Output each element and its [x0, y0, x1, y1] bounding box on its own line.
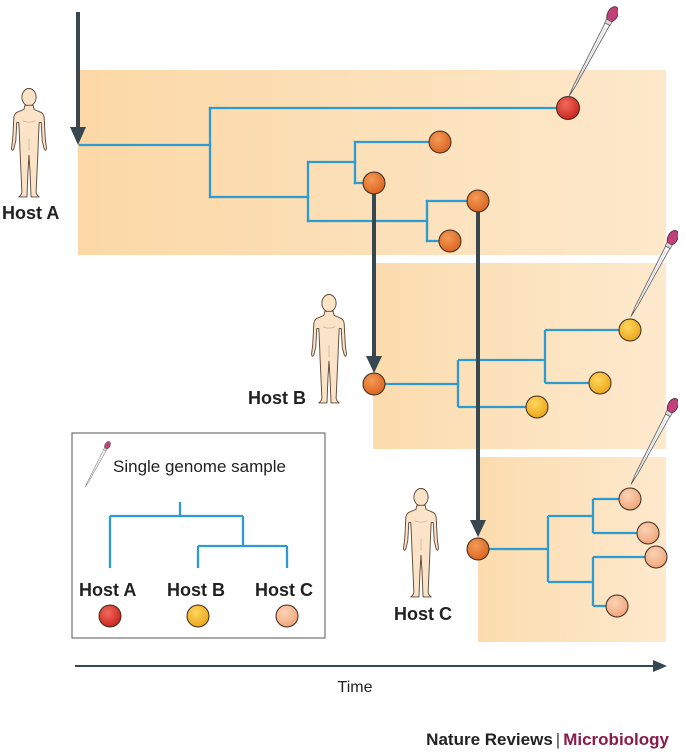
founder-node-host-b	[362, 372, 386, 396]
sample-node-host-b	[618, 318, 642, 342]
lineage-node	[362, 171, 386, 195]
human-icon-host-a	[11, 88, 47, 198]
legend-host-a-swatch	[98, 604, 122, 628]
host-a-label: Host A	[2, 203, 59, 223]
host-b-label: Host B	[248, 388, 306, 408]
founder-node-host-c	[466, 537, 490, 561]
legend-host-c-label: Host C	[255, 580, 313, 600]
lineage-node-host-b	[525, 395, 549, 419]
arrow-into-host-c	[470, 520, 486, 537]
host-b-nodes	[362, 318, 642, 419]
arrow-into-host-a	[70, 127, 86, 145]
time-axis-arrowhead	[653, 660, 667, 672]
arrow-into-host-b	[366, 356, 382, 373]
lineage-node	[428, 130, 452, 154]
legend-tree	[108, 502, 289, 568]
legend-host-b-label: Host B	[167, 580, 225, 600]
lineage-node-host-c	[636, 521, 660, 545]
host-c-label: Host C	[394, 604, 452, 624]
human-icon-host-b	[310, 294, 348, 404]
sample-node-host-a	[556, 96, 580, 120]
transmission-arrows	[70, 12, 486, 537]
legend-box	[71, 432, 326, 639]
lineage-node	[438, 229, 462, 253]
host-a-nodes	[362, 96, 580, 253]
legend-host-a-label: Host A	[79, 580, 136, 600]
legend: Single genome sample Host A Host B Host …	[71, 432, 326, 639]
lineage-node-host-c	[605, 594, 629, 618]
legend-host-b-swatch	[186, 604, 210, 628]
time-axis: Time	[75, 660, 667, 696]
journal-subject: Microbiology	[563, 730, 669, 749]
lineage-node-host-b	[588, 371, 612, 395]
host-a-tree	[78, 106, 570, 243]
lineage-node	[466, 189, 490, 213]
time-axis-label: Time	[338, 679, 373, 696]
host-b-band	[373, 263, 666, 449]
lineage-node-host-c	[644, 545, 668, 569]
credit-separator: |	[555, 730, 561, 749]
sample-node-host-c	[618, 487, 642, 511]
journal-credit: Nature Reviews|Microbiology	[426, 730, 669, 750]
legend-sample-label: Single genome sample	[113, 457, 286, 476]
host-c-nodes	[466, 487, 668, 618]
journal-name: Nature Reviews	[426, 730, 553, 749]
human-icon-host-c	[403, 488, 439, 598]
legend-host-c-swatch	[275, 604, 299, 628]
